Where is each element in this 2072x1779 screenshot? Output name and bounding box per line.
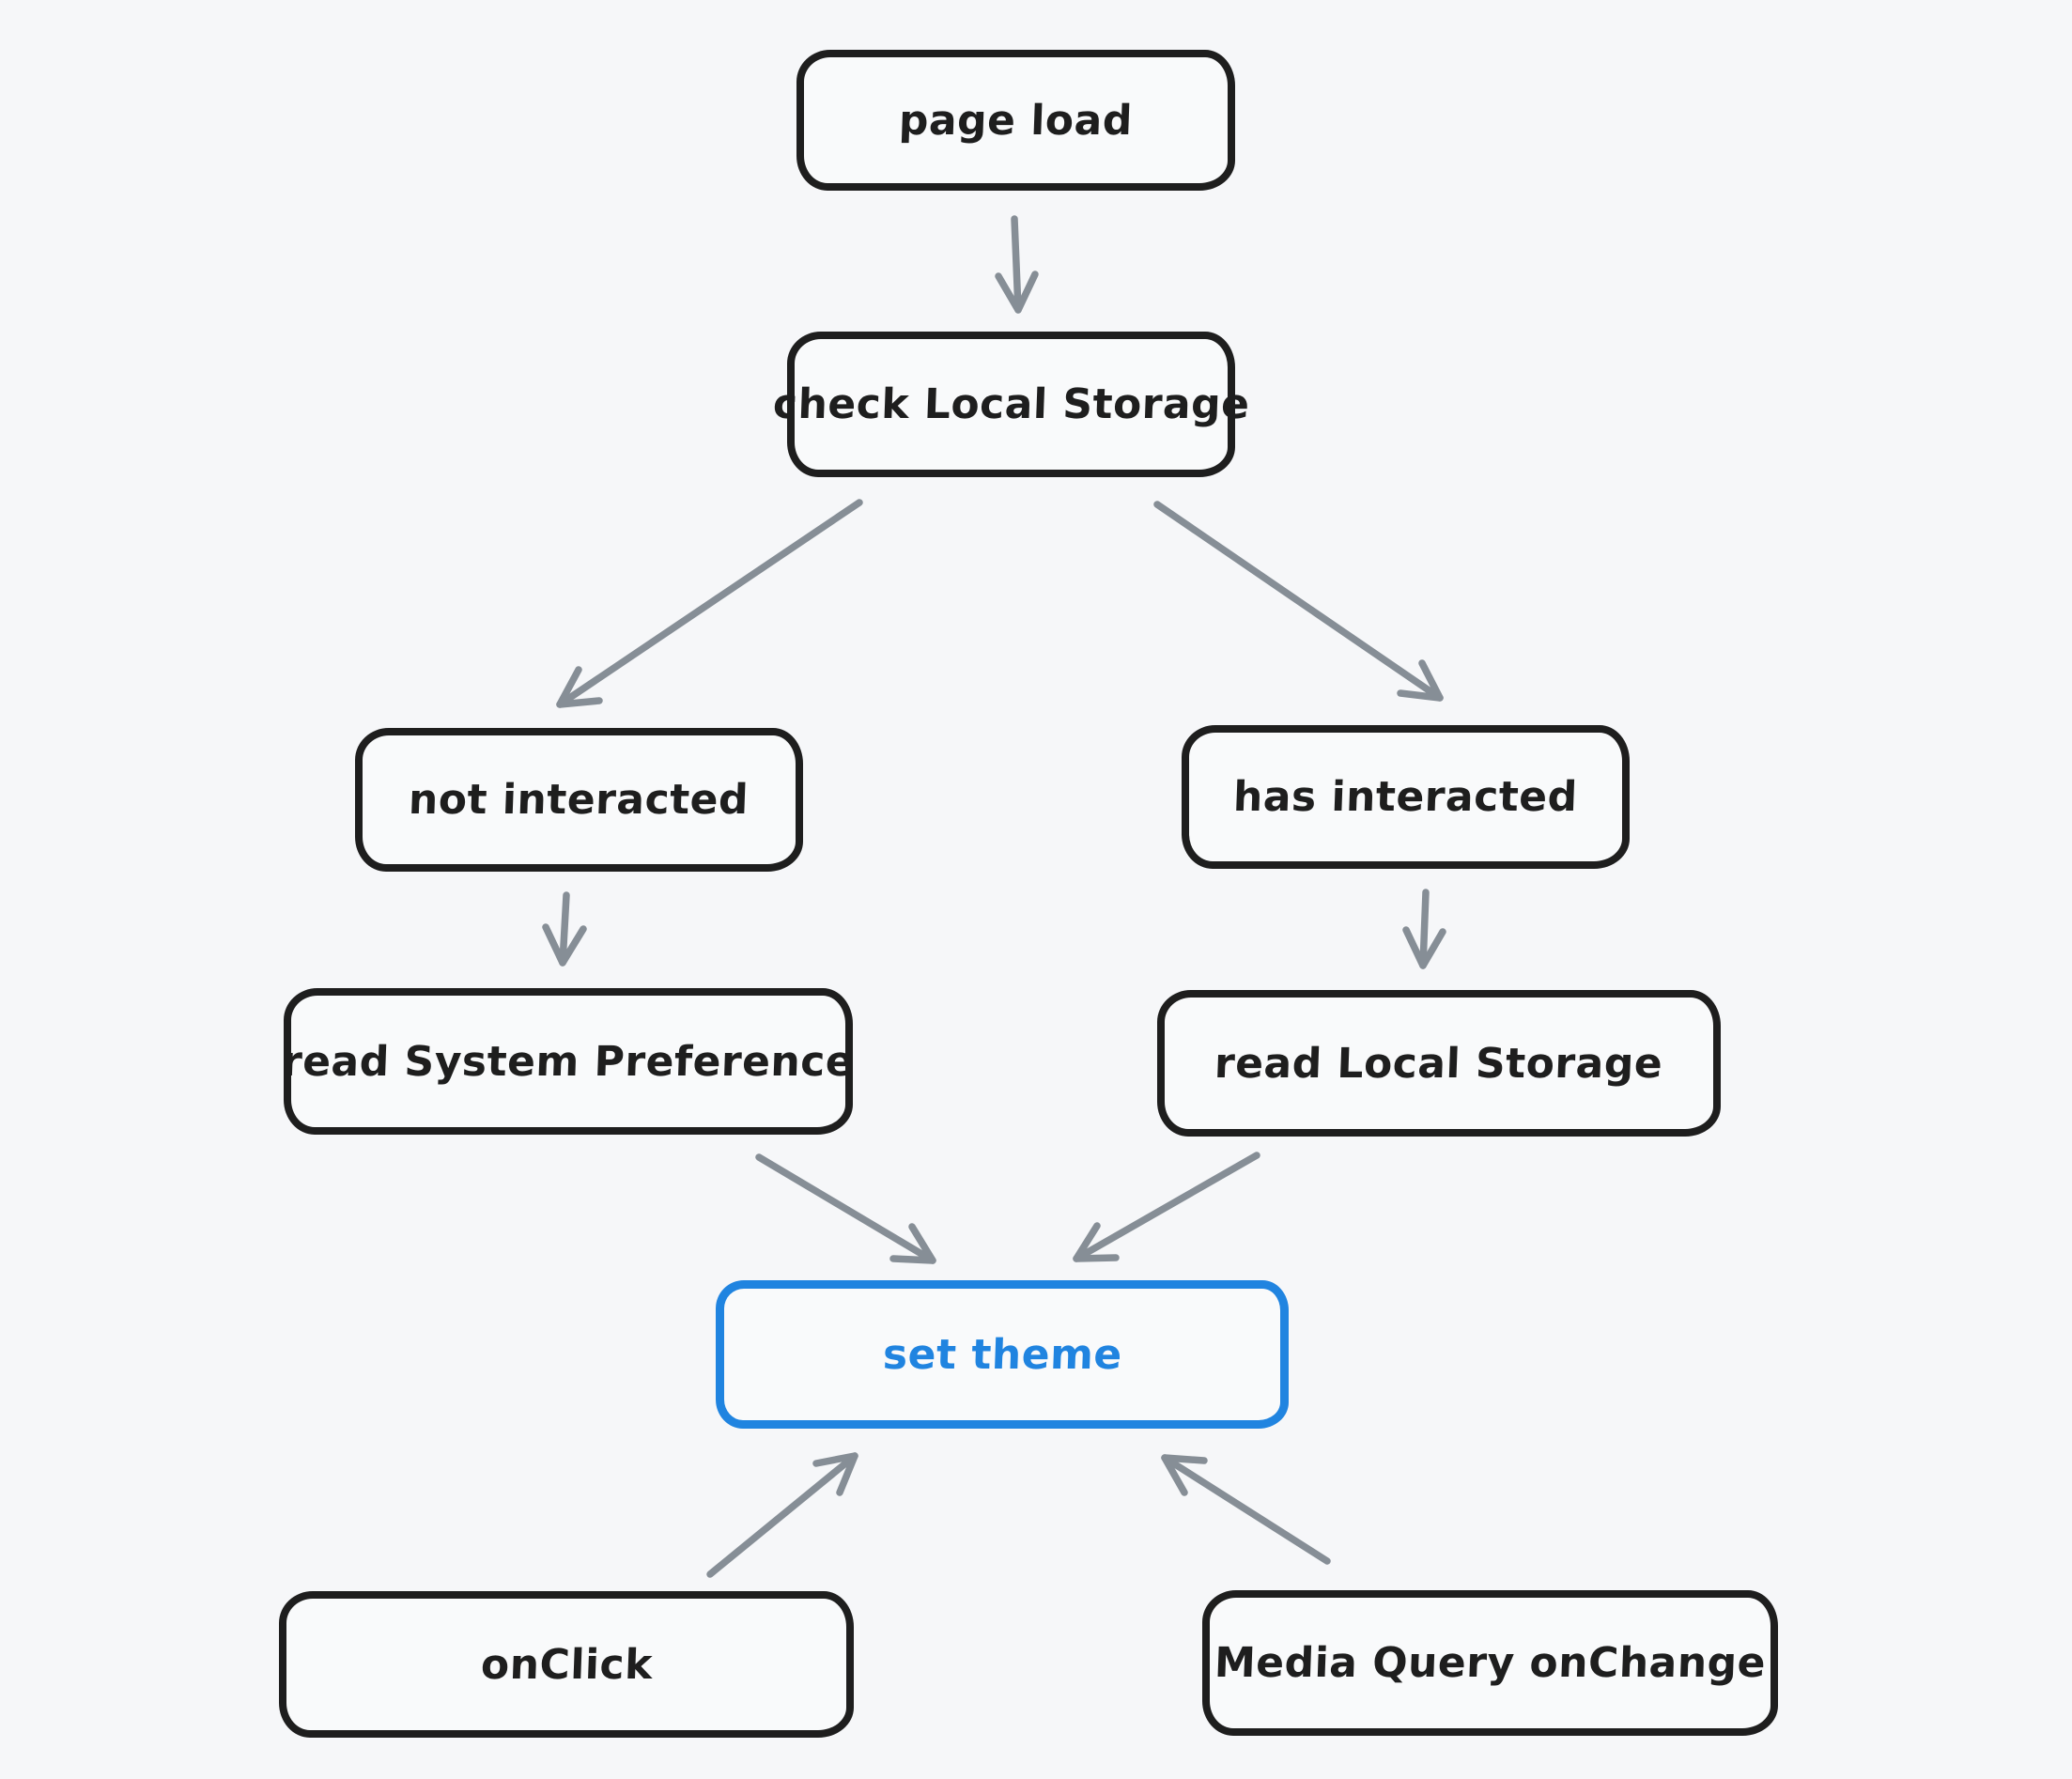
arrow-check-local-storage-to-has-interacted[interactable] xyxy=(1153,501,1444,702)
node-media-query-onchange[interactable]: Media Query onChange xyxy=(1202,1590,1778,1736)
node-onclick[interactable]: onClick xyxy=(279,1591,854,1738)
arrow-read-local-storage-to-set-theme[interactable] xyxy=(1073,1152,1260,1262)
node-read-local-storage-label: read Local Storage xyxy=(1214,1039,1664,1088)
node-not-interacted[interactable]: not interacted xyxy=(355,728,803,872)
arrow-has-interacted-to-read-local-storage[interactable] xyxy=(1402,889,1446,969)
arrow-check-local-storage-to-not-interacted[interactable] xyxy=(556,499,863,708)
node-not-interacted-label: not interacted xyxy=(408,776,750,824)
node-read-local-storage[interactable]: read Local Storage xyxy=(1157,990,1721,1137)
arrow-onclick-to-set-theme[interactable] xyxy=(706,1452,858,1578)
node-has-interacted-label: has interacted xyxy=(1232,773,1579,821)
arrow-media-query-onchange-to-set-theme[interactable] xyxy=(1161,1454,1331,1565)
node-check-local-storage-label: check Local Storage xyxy=(771,380,1251,428)
node-set-theme[interactable]: set theme xyxy=(716,1280,1289,1429)
node-page-load-label: page load xyxy=(898,96,1134,145)
node-page-load[interactable]: page load xyxy=(796,50,1235,191)
node-read-system-preference-label: read System Preference xyxy=(281,1037,856,1086)
node-onclick-label: onClick xyxy=(479,1640,654,1689)
node-has-interacted[interactable]: has interacted xyxy=(1182,725,1630,869)
node-set-theme-label: set theme xyxy=(881,1330,1123,1379)
node-check-local-storage[interactable]: check Local Storage xyxy=(772,332,1250,477)
arrow-read-system-preference-to-set-theme[interactable] xyxy=(755,1153,936,1264)
node-media-query-onchange-label: Media Query onChange xyxy=(1214,1639,1767,1687)
arrow-not-interacted-to-read-system-preference[interactable] xyxy=(542,891,587,967)
arrow-page-load-to-check-local-storage[interactable] xyxy=(995,215,1039,314)
node-read-system-preference[interactable]: read System Preference xyxy=(281,988,856,1135)
